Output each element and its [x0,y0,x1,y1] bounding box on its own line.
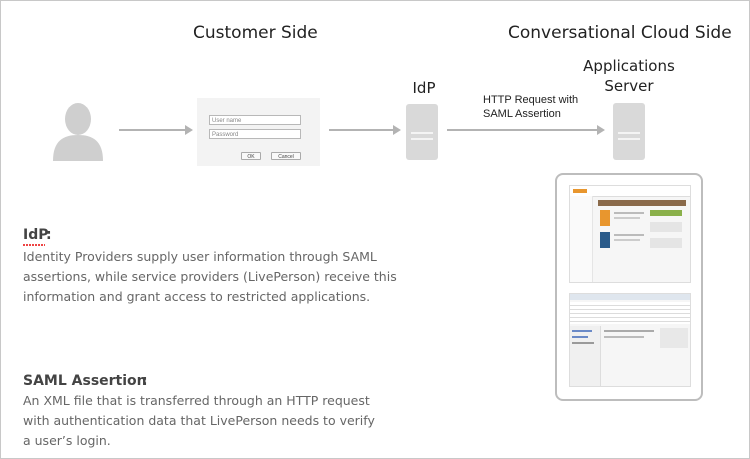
app-server-label-line1: Applications [583,57,675,75]
saml-description-line1: An XML file that is transferred through … [23,393,370,408]
conversational-cloud-side-header: Conversational Cloud Side [508,23,732,43]
arrow-user-to-login [119,125,193,135]
login-form: User name Password OK Cancel [197,98,320,166]
saml-description-line2: with authentication data that LivePerson… [23,413,375,428]
arrow-login-to-idp [329,125,401,135]
idp-term: IdP [23,227,49,243]
app-server-icon [613,103,645,160]
idp-description-line2: assertions, while service providers (Liv… [23,269,397,284]
idp-description-line1: Identity Providers supply user informati… [23,249,377,264]
idp-description-line3: information and grant access to restrict… [23,289,371,304]
saml-description-line3: a user’s login. [23,433,111,448]
customer-side-header: Customer Side [193,23,318,43]
ok-button[interactable]: OK [241,152,261,160]
cancel-button[interactable]: Cancel [271,152,301,160]
app-screenshot-top [569,185,691,283]
arrow-idp-to-app-server [447,125,605,135]
tablet-device [555,173,703,401]
idp-server-icon [406,104,438,160]
idp-term-colon: : [46,227,52,243]
password-field[interactable]: Password [209,129,301,139]
saml-assertion-term: SAML Assertion [23,373,147,389]
spellcheck-underline [23,244,45,246]
username-field[interactable]: User name [209,115,301,125]
http-request-label-line1: HTTP Request with [483,94,579,106]
user-icon [53,103,103,161]
idp-label: IdP [412,79,436,97]
http-request-label-line2: SAML Assertion [483,108,561,120]
saml-term-colon: : [142,373,148,389]
app-screenshot-bottom [569,293,691,387]
app-server-label-line2: Server [604,77,654,95]
